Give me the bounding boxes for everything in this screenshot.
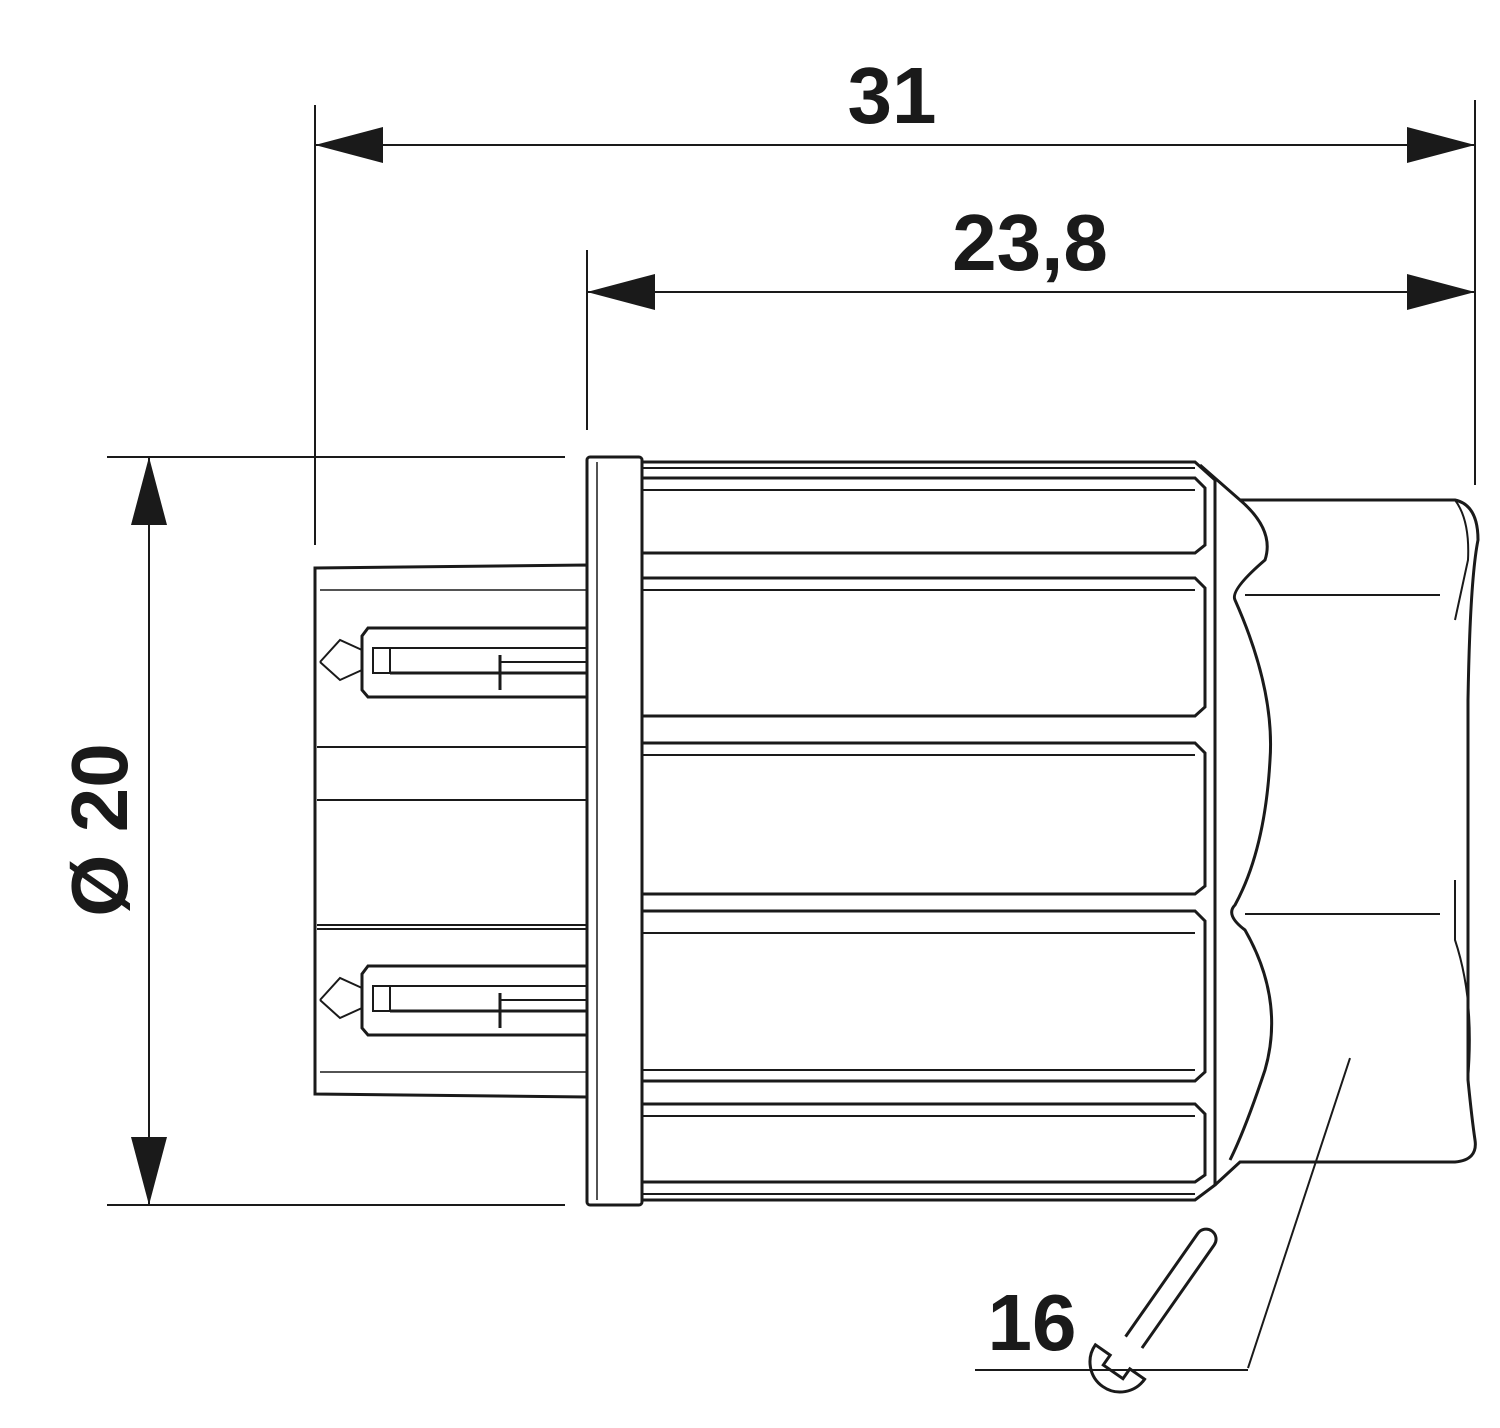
contact-outline-lower [360,964,587,1037]
grip-rib-5-outline [640,1102,1207,1184]
arrowhead-bottom-diameter [131,1137,167,1205]
wrench-icon-handle [1124,1227,1218,1349]
wrench-size-callout: 16 [975,1057,1351,1394]
dimension-overall-length: 31 [314,51,1476,545]
leader-line-vertical [1247,1057,1351,1369]
grip-rib-3-outline [640,741,1207,896]
contact-socket-lower [319,964,587,1037]
arrowhead-right-31 [1407,127,1475,163]
dimension-label-23-8: 23,8 [952,198,1108,287]
flange [585,455,644,1207]
contact-latch-upper [372,647,391,674]
contact-latch-lower [372,985,391,1012]
contact-outline-upper [360,626,587,699]
dimension-label-diameter: Ø 20 [55,743,144,916]
contact-taper-upper [319,638,363,682]
wrench-icon [1088,1227,1218,1394]
arrowhead-left-23-8 [587,274,655,310]
plug-insert [313,563,589,1099]
hex-nut-right-face [1454,499,1471,1081]
contact-socket-upper [319,626,587,699]
grip-rib-3 [640,741,1207,896]
grip-rib-2 [640,576,1207,718]
wrench-icon-head [1088,1342,1147,1394]
arrowhead-top-diameter [131,457,167,525]
plug-outline [313,563,589,1099]
connector-body [313,455,1480,1207]
dimension-diameter: Ø 20 [55,456,565,1206]
contact-taper-lower [319,976,363,1020]
arrowhead-left-31 [315,127,383,163]
hex-nut [1199,463,1480,1187]
hex-nut-outline [1199,463,1480,1187]
arrowhead-right-23-8 [1407,274,1475,310]
wrench-size-label: 16 [988,1278,1077,1367]
grip-rib-4-outline [640,909,1207,1083]
coupling-sleeve [640,460,1217,1202]
grip-rib-1-outline [640,476,1207,555]
grip-rib-1 [640,476,1207,555]
sleeve-outline [642,460,1217,1202]
dimension-body-length: 23,8 [586,198,1475,430]
grip-rib-2-outline [640,576,1207,718]
hex-nut-flank-curve [1228,498,1274,1161]
grip-rib-4 [640,909,1207,1083]
grip-rib-5 [640,1102,1207,1184]
dimension-label-31: 31 [848,51,937,140]
flange-outline [585,455,644,1207]
